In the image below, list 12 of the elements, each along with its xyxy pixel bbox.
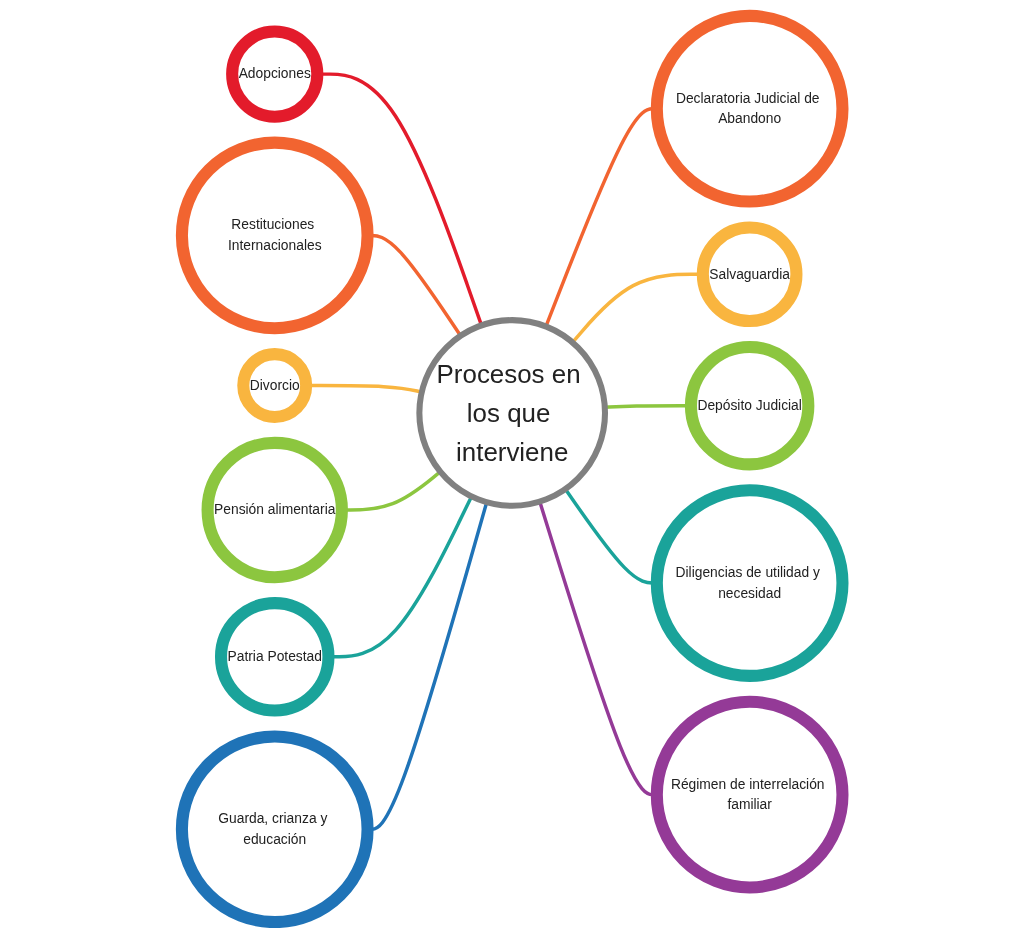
node-circle: Declaratoria Judicial de Abandono	[650, 9, 849, 208]
node-circle: Salvaguardia	[696, 220, 803, 327]
node-circle: Diligencias de utilidad y necesidad	[650, 483, 849, 682]
node-circle: Patria Potestad	[214, 596, 335, 717]
node-circle: Divorcio	[237, 347, 313, 423]
node-circle: Guarda, crianza y educación	[175, 729, 374, 928]
node-circle: Restituciones Internacionales	[175, 136, 374, 334]
node-circle: Adopciones	[225, 25, 324, 123]
node-circle: Régimen de interrelación familiar	[650, 695, 849, 893]
node-circle: Depósito Judicial	[684, 340, 815, 470]
node-circle: Pensión alimentaria	[201, 436, 348, 583]
node-circle: Procesos en los que interviene	[416, 316, 608, 509]
